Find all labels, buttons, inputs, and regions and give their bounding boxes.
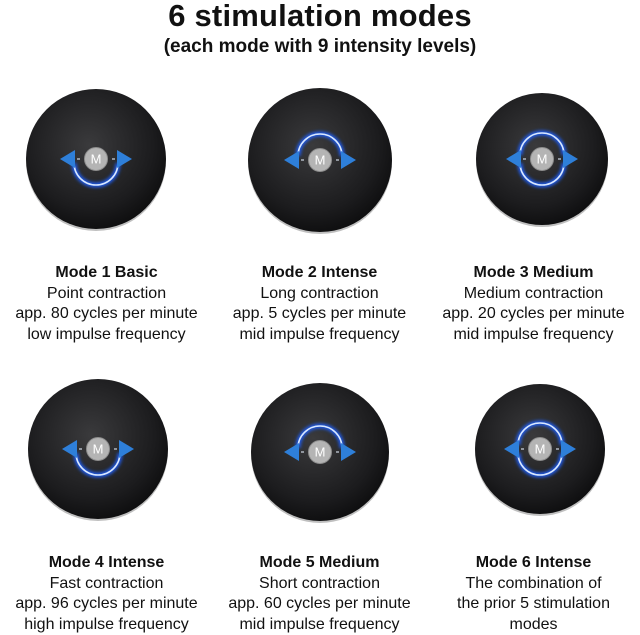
mode-contraction-type: Point contraction <box>46 284 167 302</box>
mode-button-icon <box>84 147 108 171</box>
intensity-up-arrow-icon <box>341 443 356 461</box>
mode-button-icon <box>308 440 332 464</box>
mode-cycle-rate: app. 80 cycles per minute <box>15 305 198 322</box>
mode-contraction-type: Fast contraction <box>49 574 164 592</box>
mode-name: Mode 5 Medium <box>259 554 380 571</box>
mode-button-letter: M <box>91 152 102 167</box>
intensity-down-arrow-icon <box>506 150 521 168</box>
mode-name: Mode 2 Intense <box>261 264 378 281</box>
mode-cycle-rate: the prior 5 stimulation <box>457 595 610 612</box>
mode-name: Mode 6 Intense <box>475 554 592 571</box>
mode-contraction-type: Long contraction <box>260 284 379 302</box>
mode-button-icon <box>308 148 332 172</box>
intensity-down-arrow-icon <box>504 440 519 458</box>
mode-button-letter: M <box>315 445 326 460</box>
mode-button-letter: M <box>535 442 546 457</box>
intensity-up-arrow-icon <box>117 150 132 168</box>
mode-impulse-frequency: mid impulse frequency <box>239 325 400 343</box>
page-title: 6 stimulation modes <box>168 0 472 33</box>
mode-impulse-frequency: low impulse frequency <box>27 325 186 343</box>
mode-contraction-type: Short contraction <box>259 574 380 592</box>
mode-name: Mode 1 Basic <box>55 264 158 281</box>
intensity-down-arrow-icon <box>284 443 299 461</box>
mode-button-letter: M <box>93 442 104 457</box>
mode-name: Mode 3 Medium <box>473 264 594 281</box>
stimulator-device-image: M <box>475 384 605 516</box>
stimulator-device-image: M <box>28 379 168 521</box>
mode-button-letter: M <box>315 153 326 168</box>
mode-impulse-frequency: mid impulse frequency <box>239 615 400 633</box>
mode-button-icon <box>528 437 552 461</box>
mode-impulse-frequency: mid impulse frequency <box>453 325 614 343</box>
intensity-up-arrow-icon <box>341 151 356 169</box>
page-subtitle: (each mode with 9 intensity levels) <box>163 36 477 57</box>
mode-cycle-rate: app. 60 cycles per minute <box>228 595 411 612</box>
stimulator-device-image: M <box>26 89 166 231</box>
stimulator-device-image: M <box>248 88 392 234</box>
mode-cycle-rate: app. 5 cycles per minute <box>232 305 407 322</box>
mode-impulse-frequency: modes <box>509 615 558 633</box>
mode-impulse-frequency: high impulse frequency <box>24 615 189 633</box>
intensity-down-arrow-icon <box>60 150 75 168</box>
intensity-down-arrow-icon <box>284 151 299 169</box>
intensity-up-arrow-icon <box>563 150 578 168</box>
mode-button-letter: M <box>537 152 548 167</box>
mode-cycle-rate: app. 96 cycles per minute <box>15 595 198 612</box>
mode-button-icon <box>530 147 554 171</box>
mode-cycle-rate: app. 20 cycles per minute <box>442 305 625 322</box>
intensity-down-arrow-icon <box>62 440 77 458</box>
mode-contraction-type: Medium contraction <box>463 284 604 302</box>
stimulator-device-image: M <box>476 93 608 227</box>
intensity-up-arrow-icon <box>561 440 576 458</box>
intensity-up-arrow-icon <box>119 440 134 458</box>
mode-button-icon <box>86 437 110 461</box>
mode-name: Mode 4 Intense <box>48 554 165 571</box>
stimulator-device-image: M <box>251 383 389 523</box>
mode-contraction-type: The combination of <box>465 574 602 592</box>
